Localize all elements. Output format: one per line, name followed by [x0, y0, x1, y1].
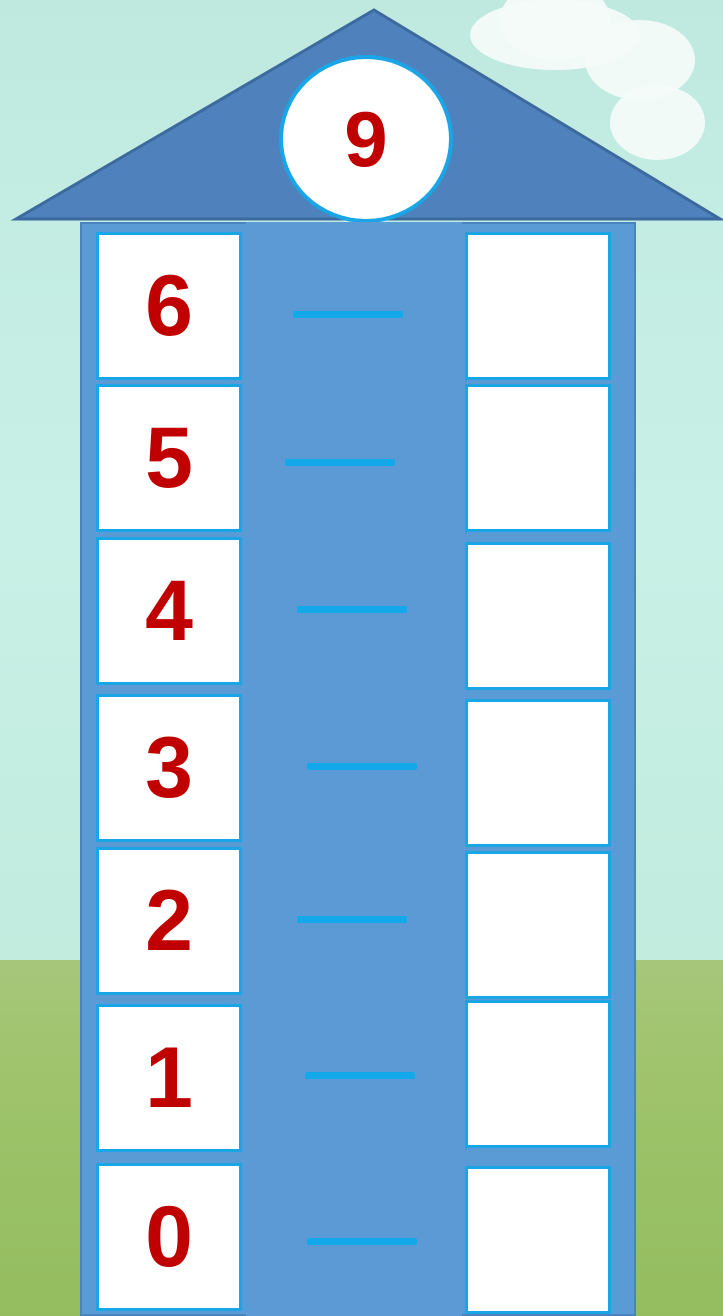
- answer-box[interactable]: [465, 1000, 611, 1148]
- answer-box[interactable]: [465, 384, 611, 532]
- total-number-circle: 9: [279, 55, 453, 223]
- answer-box[interactable]: [465, 542, 611, 690]
- left-number-cell: 3: [96, 694, 242, 842]
- answer-box[interactable]: [465, 232, 611, 380]
- minus-sign: [293, 311, 403, 318]
- minus-sign: [285, 459, 395, 466]
- minus-sign: [307, 1238, 417, 1245]
- minus-sign: [307, 763, 417, 770]
- left-number-cell: 0: [96, 1163, 242, 1311]
- minus-sign: [297, 916, 407, 923]
- answer-box[interactable]: [465, 851, 611, 999]
- minus-sign: [305, 1072, 415, 1079]
- left-number-cell: 1: [96, 1004, 242, 1152]
- left-number-cell: 5: [96, 384, 242, 532]
- left-number-cell: 4: [96, 537, 242, 685]
- left-number-cell: 6: [96, 232, 242, 380]
- minus-sign: [297, 606, 407, 613]
- answer-box[interactable]: [465, 1166, 611, 1314]
- left-number-cell: 2: [96, 847, 242, 995]
- answer-box[interactable]: [465, 699, 611, 847]
